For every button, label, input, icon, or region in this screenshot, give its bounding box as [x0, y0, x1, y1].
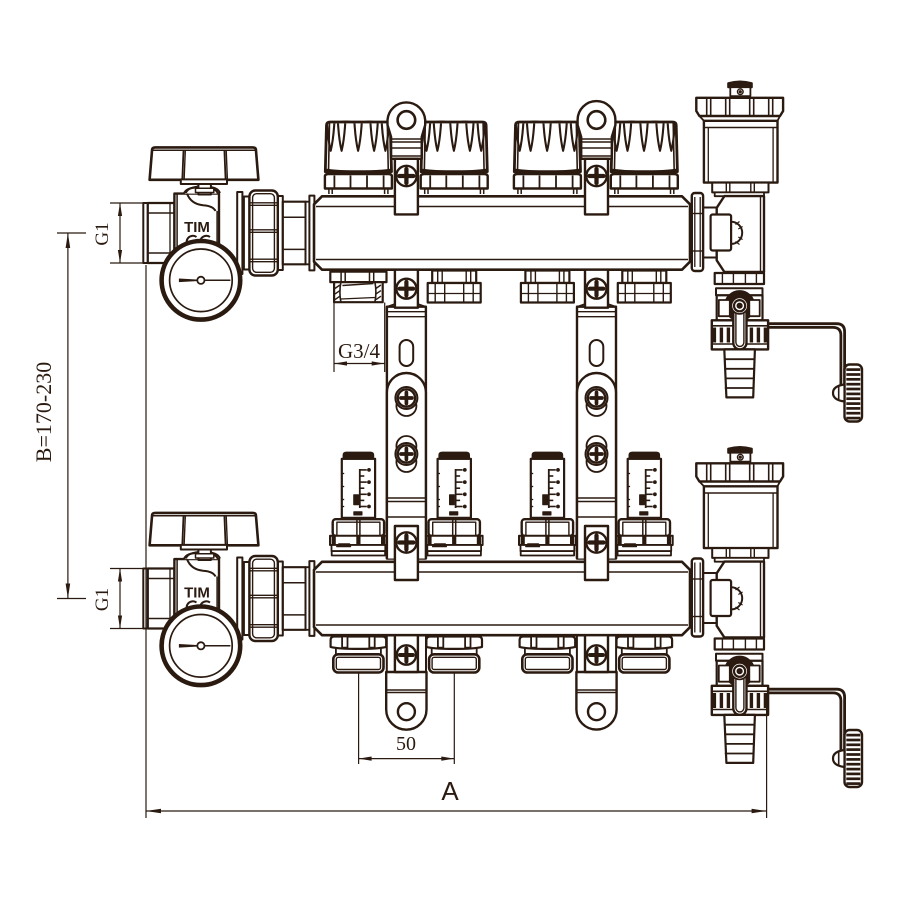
- svg-text:TIM: TIM: [184, 585, 210, 602]
- svg-text:G1: G1: [92, 588, 113, 611]
- svg-text:A: A: [441, 776, 459, 806]
- svg-text:G1: G1: [92, 222, 113, 245]
- svg-text:TIM: TIM: [184, 219, 210, 236]
- svg-text:G3/4: G3/4: [338, 339, 381, 363]
- svg-text:B=170-230: B=170-230: [31, 362, 56, 462]
- svg-text:50: 50: [396, 733, 416, 755]
